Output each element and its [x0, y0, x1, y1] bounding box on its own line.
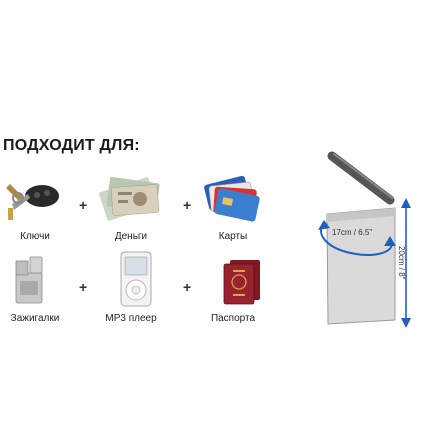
passport-icon — [223, 260, 260, 305]
cards-icon — [204, 175, 260, 222]
money-icon — [99, 176, 160, 221]
keys-icon — [6, 184, 59, 220]
item-label-money: Деньги — [114, 231, 148, 242]
plus-sign: + — [183, 197, 192, 213]
item-label-keys: Ключи — [20, 231, 50, 242]
item-label-cards: Карты — [218, 231, 248, 242]
item-label-passports: Паспорта — [210, 313, 256, 324]
item-label-mp3-player: MP3 плеер — [105, 313, 157, 324]
plus-sign: + — [79, 279, 88, 295]
case-width-label: 17cm / 6.5" — [332, 228, 373, 237]
waterproof-case-illustration — [318, 151, 411, 328]
page-title: ПОДХОДИТ ДЛЯ: — [3, 137, 140, 154]
plus-sign: + — [79, 197, 88, 213]
plus-sign: + — [183, 279, 192, 295]
item-label-lighters: Зажигалки — [10, 313, 60, 324]
lighter-icon — [15, 256, 43, 304]
case-height-label: 20cm / 8" — [397, 246, 406, 280]
mp3-player-icon — [120, 251, 152, 307]
